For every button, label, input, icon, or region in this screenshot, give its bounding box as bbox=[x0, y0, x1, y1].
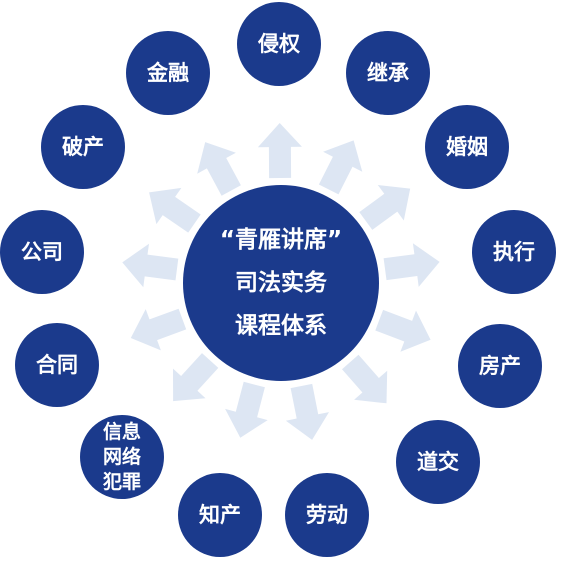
topic-node-marriage: 婚姻 bbox=[425, 105, 509, 189]
arrow-to-bankruptcy bbox=[149, 187, 201, 233]
topic-node-bankruptcy: 破产 bbox=[41, 105, 125, 189]
topic-label: 网络 bbox=[103, 445, 141, 468]
topic-label: 道交 bbox=[417, 450, 459, 474]
arrow-to-real-estate bbox=[375, 309, 431, 352]
arrow-to-company bbox=[122, 243, 179, 288]
topic-label: 犯罪 bbox=[102, 470, 141, 493]
center-node-circle bbox=[183, 185, 379, 381]
topic-node-circle bbox=[237, 2, 321, 86]
topic-node-real-estate: 房产 bbox=[458, 324, 542, 408]
topic-node-contract: 合同 bbox=[15, 323, 99, 407]
topic-node-circle bbox=[80, 415, 164, 499]
arrow-to-contract bbox=[130, 308, 187, 351]
topic-node-circle bbox=[126, 31, 210, 115]
topic-node-labor: 劳动 bbox=[285, 473, 369, 557]
topic-node-circle bbox=[396, 420, 480, 504]
arrow-to-enforcement bbox=[383, 243, 440, 287]
topic-label: 劳动 bbox=[306, 503, 348, 527]
topic-label: 金融 bbox=[146, 61, 189, 85]
topic-label: 婚姻 bbox=[446, 135, 488, 159]
arrow-to-cybercrime bbox=[173, 353, 219, 402]
topic-label: 继承 bbox=[367, 61, 409, 85]
topic-node-ip: 知产 bbox=[178, 473, 262, 557]
topic-label: 房产 bbox=[479, 354, 521, 378]
topic-node-infringement: 侵权 bbox=[237, 2, 321, 86]
center-title-line-3: 课程体系 bbox=[235, 313, 327, 339]
topic-node-circle bbox=[41, 105, 125, 189]
topic-node-traffic: 道交 bbox=[396, 420, 480, 504]
topic-node-circle bbox=[458, 324, 542, 408]
topic-label: 公司 bbox=[21, 240, 63, 264]
topic-node-circle bbox=[0, 210, 84, 294]
center-title-line-1: “青雁讲席” bbox=[220, 226, 342, 253]
arrow-to-infringement bbox=[257, 123, 302, 179]
topic-node-company: 公司 bbox=[0, 210, 84, 294]
topic-label: 侵权 bbox=[257, 32, 300, 56]
topic-node-finance: 金融 bbox=[126, 31, 210, 115]
topic-node-enforcement: 执行 bbox=[472, 210, 556, 294]
topic-label: 信息 bbox=[103, 420, 141, 443]
topic-node-circle bbox=[285, 473, 369, 557]
topic-label: 执行 bbox=[493, 240, 535, 264]
arrow-to-traffic bbox=[342, 354, 388, 404]
topic-label: 合同 bbox=[36, 353, 78, 377]
topic-node-circle bbox=[346, 31, 430, 115]
arrow-to-marriage bbox=[359, 185, 411, 230]
center-title-line-2: 司法实务 bbox=[235, 269, 328, 296]
topic-node-inheritance: 继承 bbox=[346, 31, 430, 115]
arrow-to-ip bbox=[225, 381, 268, 438]
topic-node-circle bbox=[425, 105, 509, 189]
arrow-to-labor bbox=[285, 383, 329, 440]
topic-label: 知产 bbox=[199, 503, 241, 527]
topic-node-circle bbox=[178, 473, 262, 557]
topic-node-circle bbox=[472, 210, 556, 294]
arrows-layer bbox=[122, 123, 440, 440]
topic-node-circle bbox=[15, 323, 99, 407]
arrow-to-inheritance bbox=[318, 140, 363, 195]
arrow-to-finance bbox=[197, 142, 241, 196]
center-node: “青雁讲席” 司法实务 课程体系 bbox=[183, 185, 379, 381]
topic-label: 破产 bbox=[62, 135, 104, 159]
